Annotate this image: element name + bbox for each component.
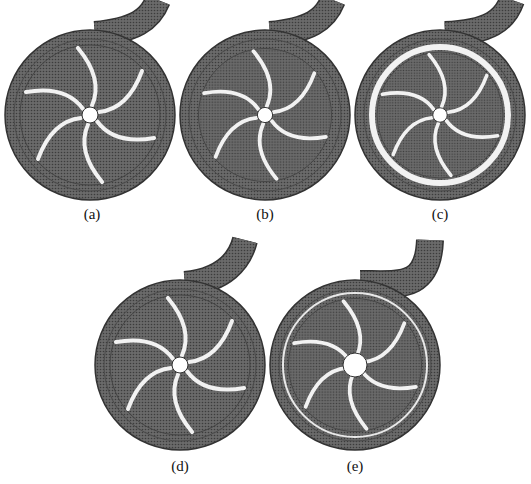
panel-label: (b) (256, 206, 274, 223)
panel-label: (d) (171, 458, 189, 475)
panel-label: (c) (432, 206, 449, 223)
panel-label: (a) (84, 206, 101, 223)
panel-label: (e) (347, 458, 364, 475)
